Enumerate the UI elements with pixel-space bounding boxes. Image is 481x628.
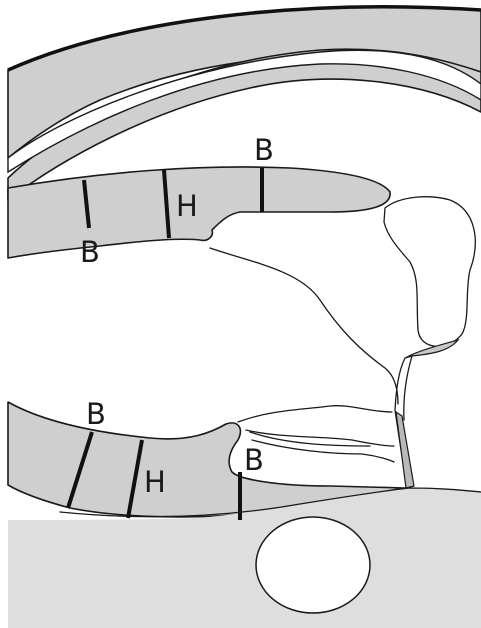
label-h-upper: H bbox=[176, 189, 198, 223]
right-lobe-outline bbox=[384, 197, 475, 347]
stalk-line-2 bbox=[404, 356, 412, 420]
upper-limb bbox=[8, 167, 390, 258]
grey-wedge bbox=[396, 412, 414, 488]
label-b-lower-left: B bbox=[86, 397, 106, 431]
grey-sliver bbox=[405, 340, 458, 358]
layer-line-1 bbox=[238, 406, 392, 422]
label-b-upper-left: B bbox=[80, 235, 100, 269]
central-contour bbox=[210, 248, 398, 404]
label-b-upper-top: B bbox=[254, 133, 274, 167]
label-h-lower: H bbox=[144, 465, 166, 499]
oval-structure bbox=[256, 517, 370, 613]
label-b-lower-right: B bbox=[244, 443, 264, 477]
